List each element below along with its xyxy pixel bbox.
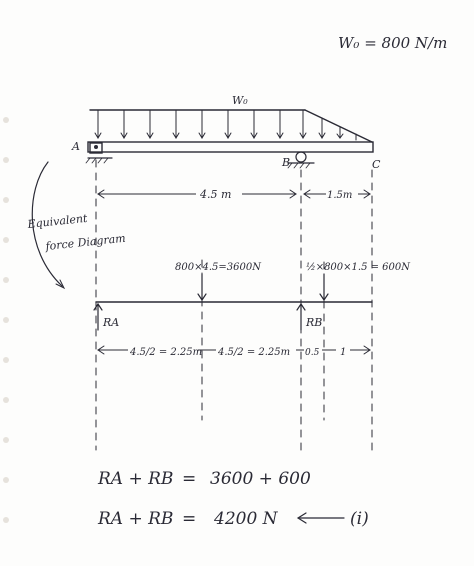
dim-3-label: 0.5 <box>305 348 320 358</box>
eq2-tag: (i) <box>350 509 369 529</box>
span-ab-label: 4.5 m <box>199 188 231 201</box>
equations: RA + RB = 3600 + 600 RA + RB = 4200 N (i… <box>97 469 369 529</box>
span-dimensions: 4.5 m 1.5m <box>97 186 371 201</box>
eq1-equals: = <box>182 469 196 489</box>
load-symbol-label: W₀ <box>232 94 248 107</box>
equivalent-beam: RA RB <box>93 301 373 331</box>
equivalent-forces: 800×4.5=3600N ½×800×1.5 = 600N <box>175 262 411 302</box>
equivalent-dimensions: 4.5/2 = 2.25m 4.5/2 = 2.25m 0.5 1 <box>97 340 371 358</box>
equivalent-title-line1: Equivalent <box>26 212 89 231</box>
dim-4-label: 1 <box>340 347 346 358</box>
reaction-b-label: RB <box>305 316 322 329</box>
eq2-equals: = <box>182 509 196 529</box>
force-2-label: ½×800×1.5 = 600N <box>306 262 411 273</box>
eq2-rhs: 4200 N <box>213 509 279 529</box>
beam <box>87 141 374 153</box>
distributed-load: W₀ <box>89 94 373 143</box>
equivalent-label: Equivalent force Diagram <box>26 161 126 290</box>
support-b: B <box>281 151 315 169</box>
span-bc-label: 1.5m <box>327 190 352 201</box>
equivalent-title-line2: force Diagram <box>44 232 126 253</box>
support-a: A <box>71 140 113 164</box>
reaction-a-label: RA <box>102 316 119 329</box>
projection-lines <box>95 159 373 451</box>
support-b-label: B <box>281 156 290 169</box>
dim-2-label: 4.5/2 = 2.25m <box>217 347 290 358</box>
notebook-holes <box>3 117 9 523</box>
force-1-label: 800×4.5=3600N <box>175 262 262 273</box>
eq1-rhs: 3600 + 600 <box>210 469 311 489</box>
support-a-label: A <box>71 140 80 153</box>
load-intensity-label: W₀ = 800 N/m <box>338 34 447 52</box>
eq2-lhs: RA + RB <box>97 509 173 529</box>
end-c-label: C <box>372 158 381 171</box>
eq1-lhs: RA + RB <box>97 469 173 489</box>
dim-1-label: 4.5/2 = 2.25m <box>129 347 202 358</box>
